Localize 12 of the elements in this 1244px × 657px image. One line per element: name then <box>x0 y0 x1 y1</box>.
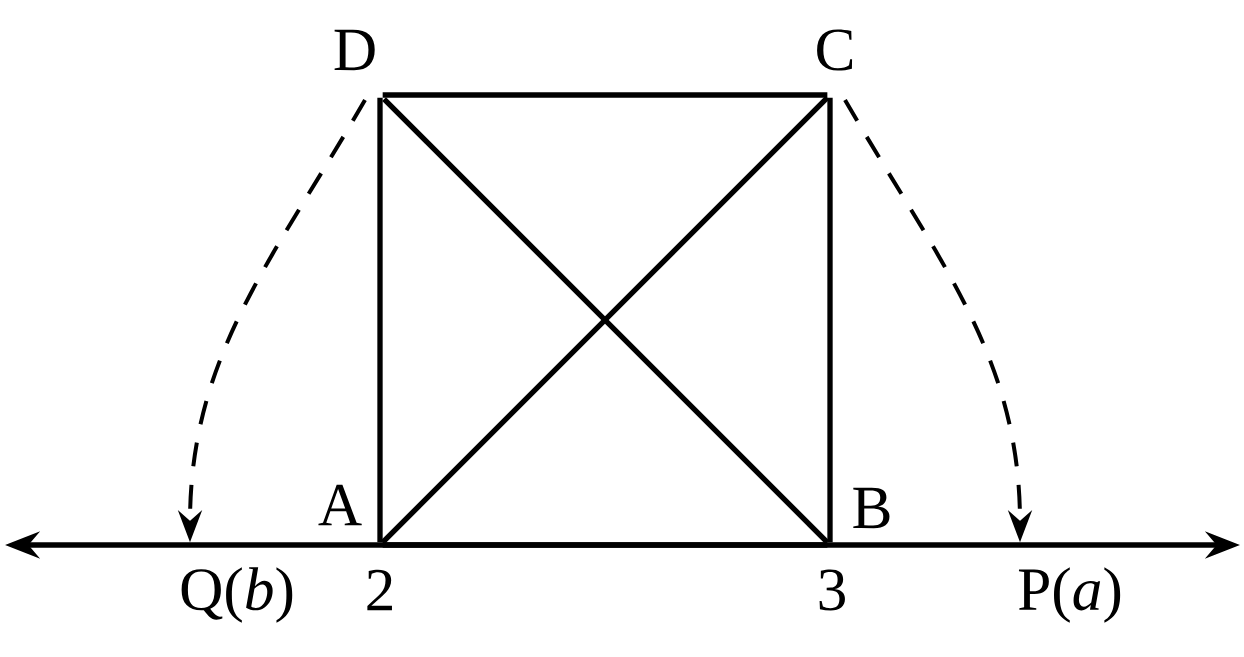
line-segment <box>382 92 828 98</box>
line-segment <box>382 542 828 548</box>
line-segment <box>827 97 833 543</box>
point-label: A <box>318 484 362 526</box>
line-segment <box>377 97 383 543</box>
point-label: C <box>817 29 853 71</box>
number-label: 2 <box>367 569 392 611</box>
point-label: P(a) <box>1018 567 1121 623</box>
number-label: 3 <box>819 569 845 611</box>
point-label: D <box>334 29 375 71</box>
point-label: B <box>853 487 890 529</box>
point-label: Q(b) <box>181 567 293 623</box>
